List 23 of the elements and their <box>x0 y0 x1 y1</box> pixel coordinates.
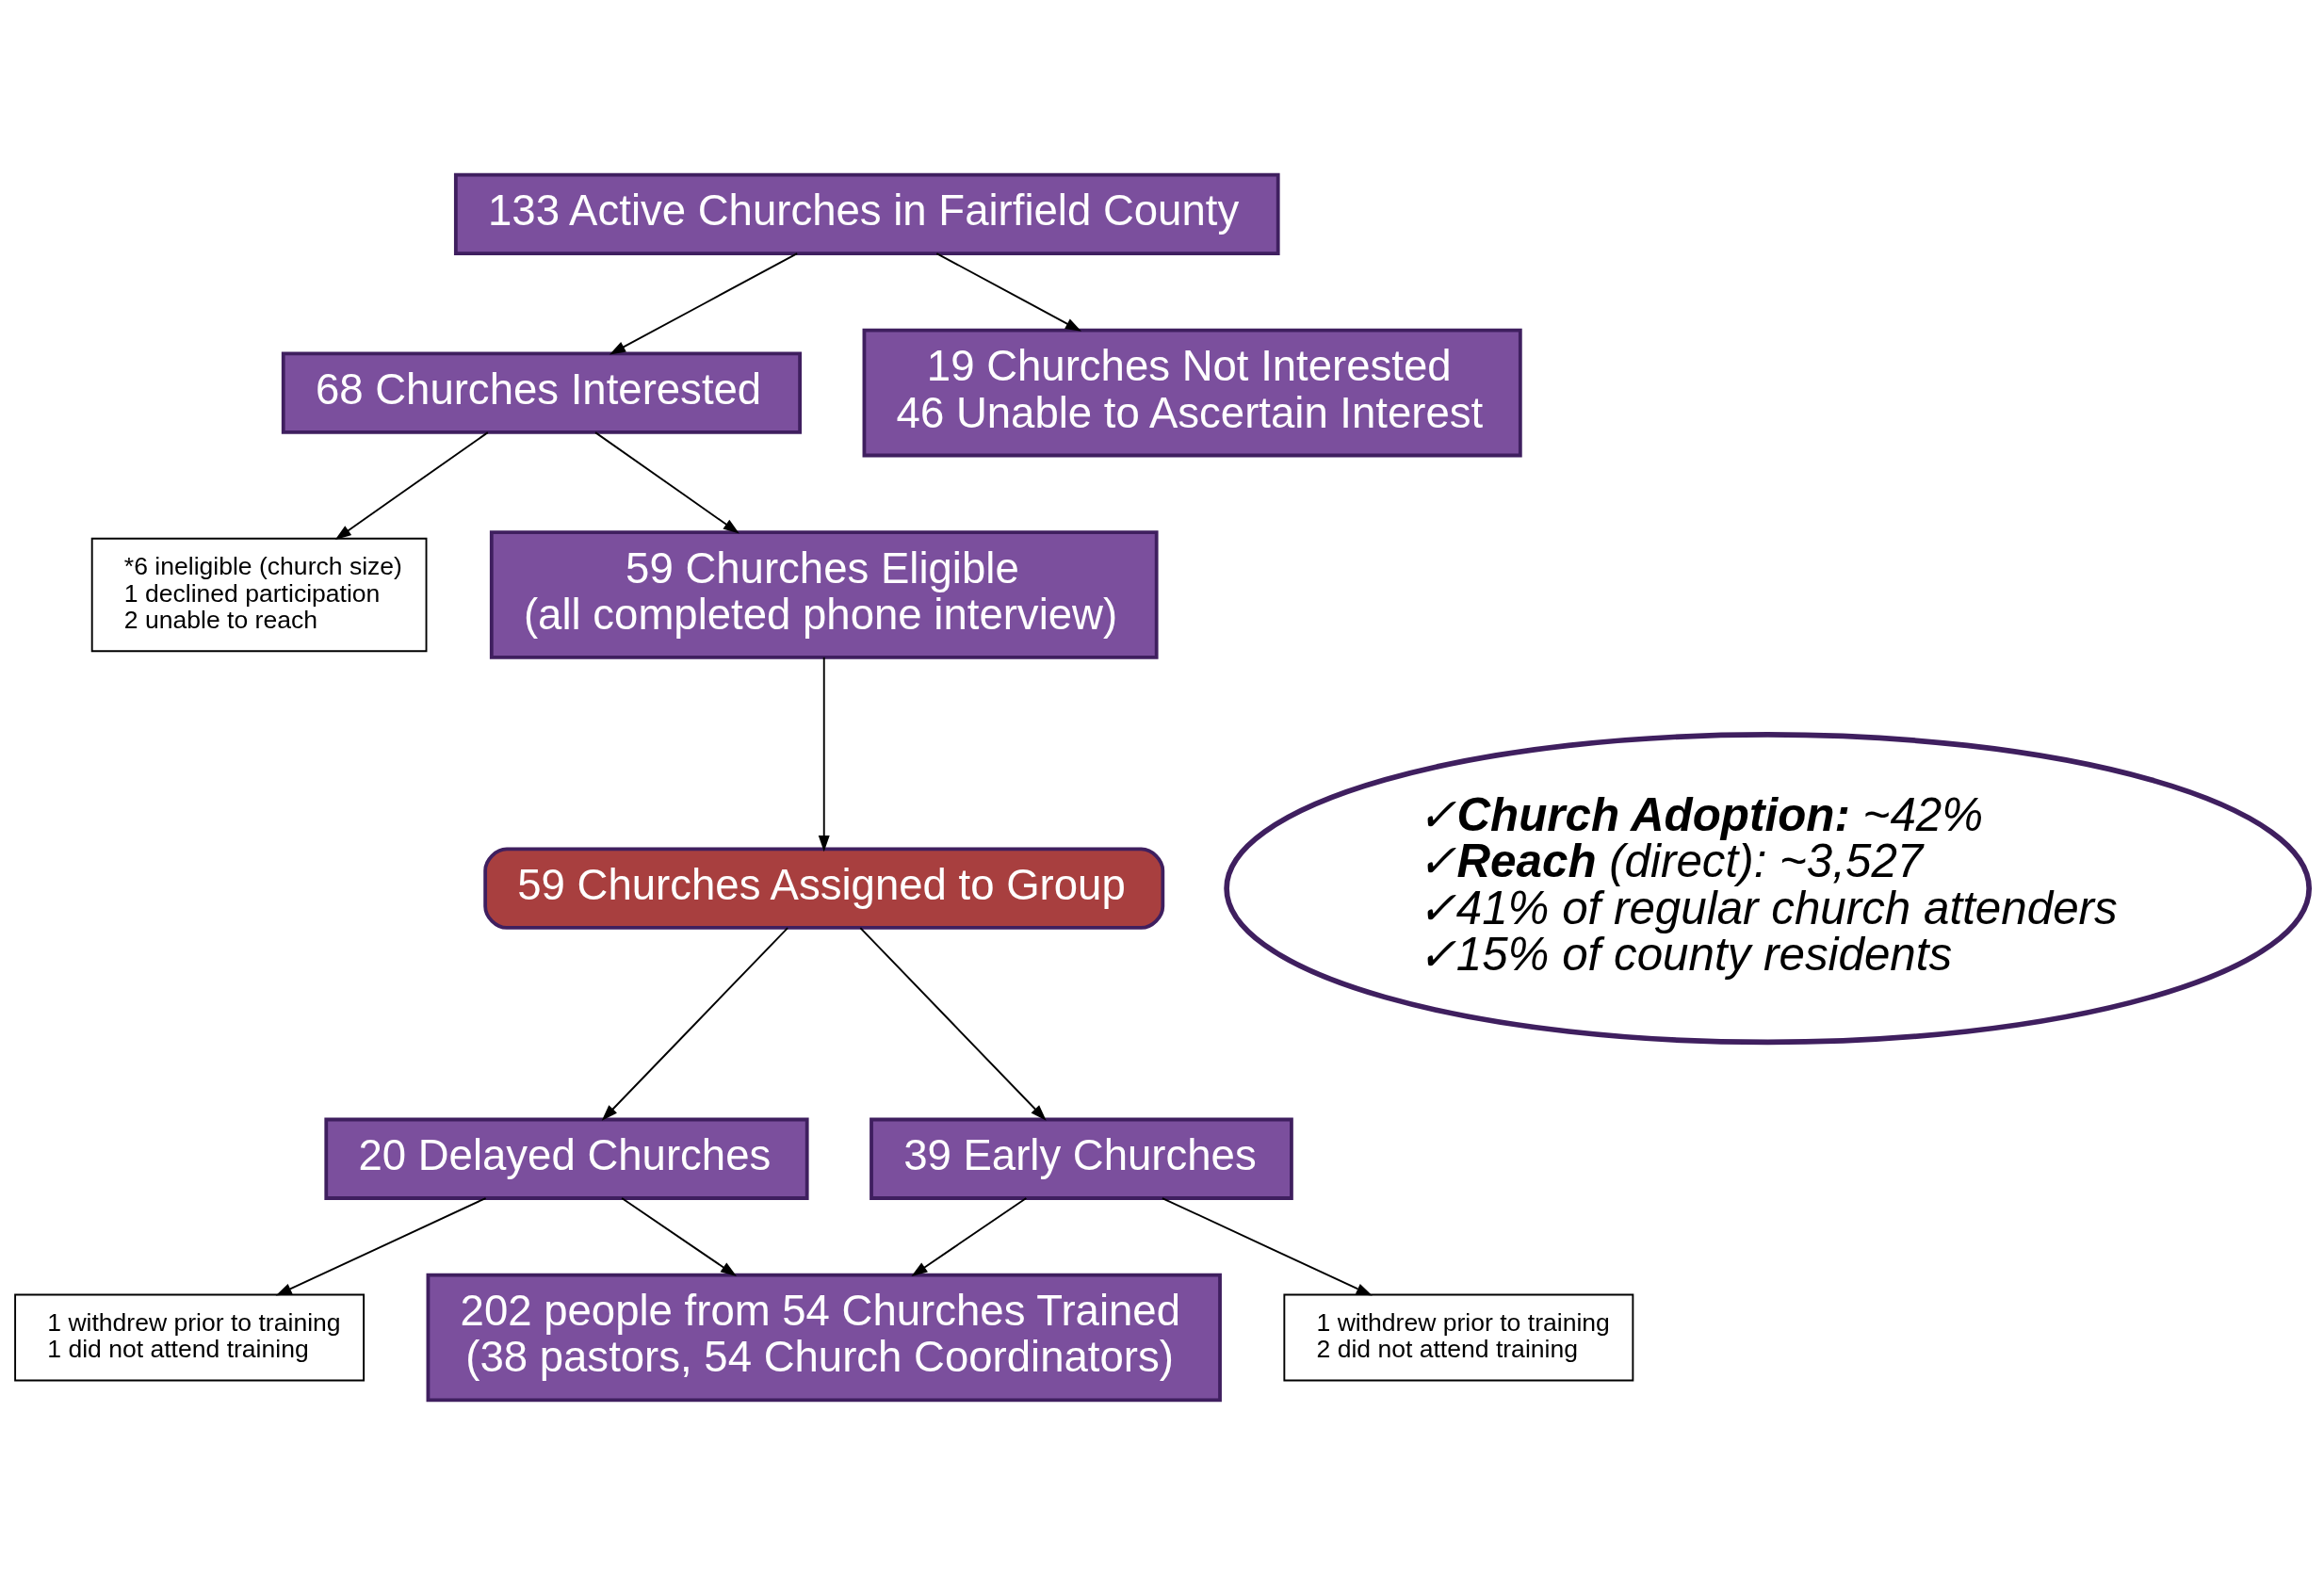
node-box: 59 Churches Assigned to Group <box>483 847 1165 930</box>
node-box: *6 ineligible (church size) 1 declined participation 2 unable to reach <box>90 537 428 652</box>
arrow <box>818 656 830 852</box>
node-box: 19 Churches Not Interested 46 Unable to Ascertain Interest <box>862 328 1522 457</box>
arrow <box>859 926 1047 1121</box>
node-box: 39 Early Churches <box>869 1117 1293 1200</box>
arrow <box>935 252 1081 332</box>
node-box: 1 withdrew prior to training 1 did not attend training <box>14 1293 366 1381</box>
arrow <box>609 252 799 354</box>
arrow <box>911 1196 1028 1276</box>
arrow <box>1161 1196 1373 1296</box>
arrow <box>601 926 789 1121</box>
node-box: 68 Churches Interested <box>281 350 802 434</box>
node-box: 20 Delayed Churches <box>324 1117 809 1200</box>
arrow <box>621 1196 738 1276</box>
node-box: 202 people from 54 Churches Trained (38 pastors, 54 Church Coordinators) <box>426 1273 1222 1402</box>
node-ellipse: ✓Church Adoption: ~42% ✓Reach (direct): ~3,527 ✓41% of regular church attenders ✓15% of county residents <box>1224 731 2312 1045</box>
arrow <box>275 1196 487 1296</box>
node-box: 133 Active Churches in Fairfield County <box>453 172 1280 255</box>
node-box: 59 Churches Eligible (all completed phone interview) <box>489 529 1159 659</box>
node-box: 1 withdrew prior to training 2 did not attend training <box>1283 1293 1634 1381</box>
arrow <box>594 430 739 533</box>
arrow <box>334 430 489 540</box>
